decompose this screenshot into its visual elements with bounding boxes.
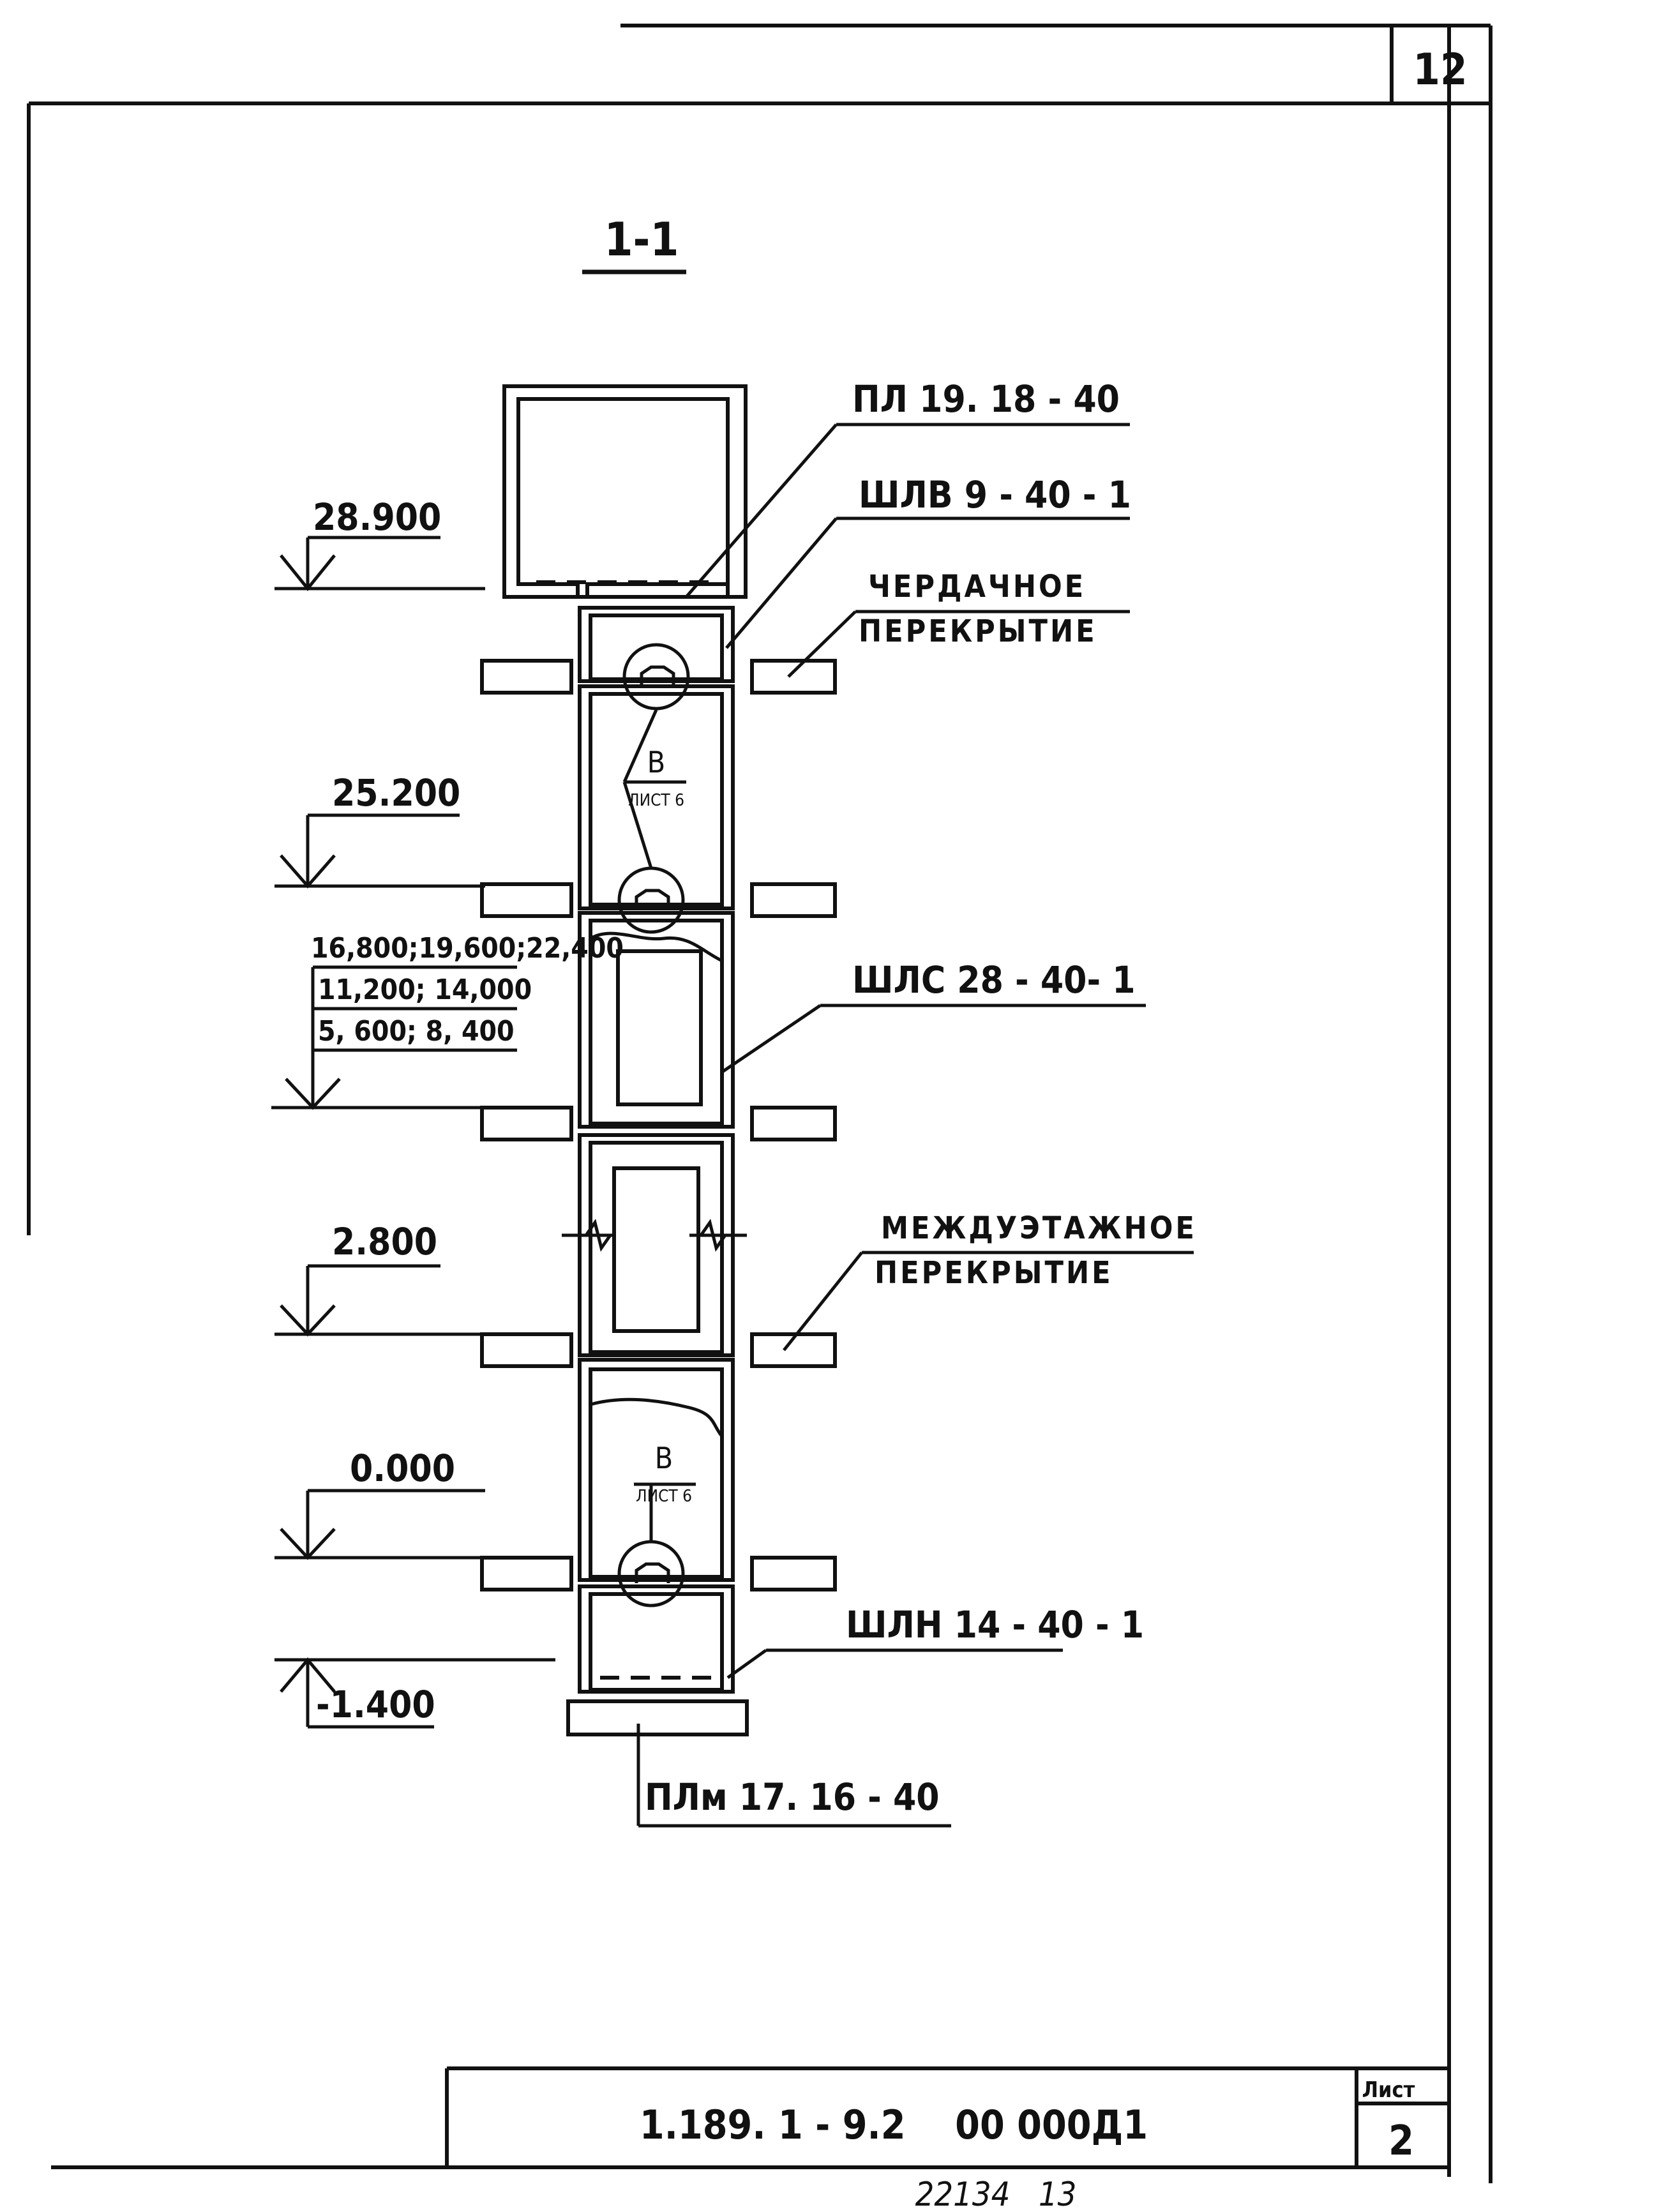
label-lower-block: ШЛН 14 - 40 - 1	[846, 1603, 1144, 1646]
title-doc-code: 1.189. 1 - 9.2 00 000Д1	[640, 2102, 1148, 2148]
level-group-c: 5, 600; 8, 400	[318, 1015, 515, 1048]
title-block	[51, 2066, 1449, 2169]
callout-upper-sheet: ЛИСТ 6	[628, 791, 684, 810]
label-attic-floor-1: ЧЕРДАЧНОЕ	[868, 569, 1086, 605]
label-upper-block: ШЛВ 9 - 40 - 1	[859, 473, 1131, 516]
callout-lower-letter: В	[655, 1441, 673, 1475]
level-group-a: 16,800;19,600;22,400	[311, 932, 624, 965]
sheet-number: 12	[1413, 45, 1467, 95]
footer-note: 22134 13	[915, 2176, 1077, 2212]
title-sheet-label: Лист	[1362, 2077, 1415, 2103]
level-minus1400: -1.400	[316, 1683, 435, 1726]
label-middle-block: ШЛС 28 - 40- 1	[852, 958, 1136, 1002]
label-interfloor-2: ПЕРЕКРЫТИЕ	[875, 1255, 1113, 1291]
shaft-column	[502, 384, 749, 1736]
floor-slabs	[480, 659, 837, 1591]
label-interfloor-1: МЕЖДУЭТАЖНОЕ	[881, 1210, 1197, 1246]
break-lines	[562, 931, 747, 1438]
label-top-slab: ПЛ 19. 18 - 40	[852, 377, 1120, 421]
title-sheet-value: 2	[1388, 2118, 1414, 2165]
level-marks	[271, 536, 555, 1729]
label-attic-floor-2: ПЕРЕКРЫТИЕ	[859, 613, 1097, 649]
callout-lower-sheet: ЛИСТ 6	[636, 1487, 692, 1506]
level-28900: 28.900	[313, 495, 441, 539]
level-2800: 2.800	[332, 1220, 437, 1263]
level-0000: 0.000	[350, 1447, 455, 1490]
label-base-slab: ПЛм 17. 16 - 40	[645, 1775, 940, 1819]
level-group-b: 11,200; 14,000	[318, 974, 532, 1006]
callout-circles	[617, 643, 696, 1607]
sheet-frame	[27, 24, 1492, 2183]
section-title: 1-1	[604, 213, 679, 266]
level-25200: 25.200	[332, 771, 460, 815]
leader-lines	[636, 423, 1194, 1828]
callout-upper-letter: В	[647, 745, 665, 779]
